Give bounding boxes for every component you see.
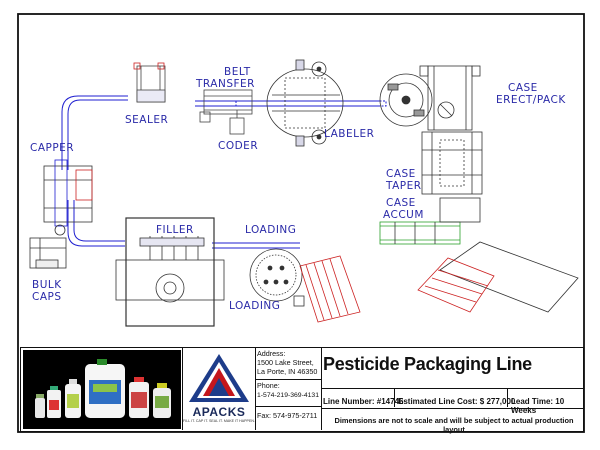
label-belt-transfer-2: TRANSFER bbox=[195, 78, 255, 90]
phone-label: Phone: bbox=[257, 381, 280, 390]
sealer-machine bbox=[133, 62, 166, 103]
lead-time: Lead Time: 10 Weeks bbox=[511, 397, 565, 415]
case-accumulator bbox=[379, 197, 481, 245]
address-label: Address: bbox=[257, 349, 286, 358]
contact-block: Address: 1500 Lake Street, La Porte, IN … bbox=[255, 348, 322, 430]
label-loading-top: LOADING bbox=[245, 224, 296, 236]
drawing-border bbox=[17, 13, 585, 433]
fax-number: Fax: 574-975-2711 bbox=[257, 411, 318, 420]
pallet-conveyor bbox=[417, 241, 579, 313]
scale-note: Dimensions are not to scale and will be … bbox=[334, 416, 574, 434]
pesticide-bottles-image bbox=[23, 350, 181, 429]
label-case-taper-2: TAPER bbox=[385, 180, 422, 192]
label-capper: CAPPER bbox=[30, 142, 74, 154]
address-line1: 1500 Lake Street, bbox=[257, 358, 314, 367]
loading-table bbox=[249, 248, 305, 307]
label-case-erect-1: CASE bbox=[508, 82, 538, 94]
estimated-line-cost: Estimated Line Cost: $ 277,000 bbox=[398, 397, 516, 406]
label-filler: FILLER bbox=[156, 224, 194, 236]
labeler-machine bbox=[266, 59, 344, 147]
drawing-title: Pesticide Packaging Line bbox=[323, 354, 532, 374]
filler-machine bbox=[115, 217, 225, 327]
case-taper bbox=[421, 131, 483, 195]
logo-mountain-icon bbox=[189, 354, 249, 402]
label-case-erect-2: ERECT/PACK bbox=[496, 94, 566, 106]
label-case-accum-1: CASE bbox=[386, 197, 416, 209]
rotary-table bbox=[379, 73, 433, 127]
main-conveyor bbox=[61, 95, 380, 249]
logo-tagline: FILL IT. CAP IT. SEAL IT. MAKE IT HAPPEN… bbox=[183, 419, 255, 423]
label-belt-transfer-1: BELT bbox=[224, 66, 251, 78]
label-sealer: SEALER bbox=[125, 114, 168, 126]
label-bulk-caps-2: CAPS bbox=[32, 291, 62, 303]
label-case-taper-1: CASE bbox=[386, 168, 416, 180]
capper-machine bbox=[43, 159, 93, 236]
address-line2: La Porte, IN 46350 bbox=[257, 367, 318, 376]
bulk-caps-hopper bbox=[29, 237, 67, 269]
label-loading-bottom: LOADING bbox=[229, 300, 280, 312]
conveyor-bottles bbox=[235, 100, 387, 107]
title-block: APACKS FILL IT. CAP IT. SEAL IT. MAKE IT… bbox=[20, 347, 584, 434]
label-case-accum-2: ACCUM bbox=[383, 209, 424, 221]
loading-pallet bbox=[299, 255, 361, 323]
case-erector bbox=[419, 65, 481, 131]
company-logo: APACKS FILL IT. CAP IT. SEAL IT. MAKE IT… bbox=[182, 348, 256, 430]
product-photo bbox=[23, 350, 181, 429]
label-coder: CODER bbox=[218, 140, 258, 152]
label-bulk-caps-1: BULK bbox=[32, 279, 62, 291]
label-labeler: LABELER bbox=[324, 128, 374, 140]
line-number: Line Number: #14746 bbox=[323, 397, 404, 406]
phone-number: 1-574-219-369-4131 bbox=[257, 392, 319, 399]
logo-text: APACKS bbox=[192, 405, 246, 419]
belt-transfer-unit bbox=[199, 89, 253, 135]
